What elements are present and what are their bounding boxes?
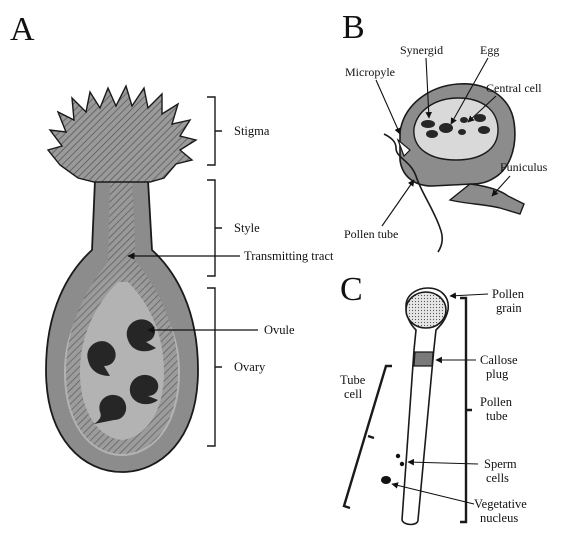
synergid-label: Synergid <box>400 43 443 57</box>
panel-c-letter: C <box>340 271 363 308</box>
sperm-cells-label-1: Sperm <box>484 457 517 471</box>
tube-cell-label-1: Tube <box>340 373 366 387</box>
pollen-tube-label-c-1: Pollen <box>480 395 513 409</box>
stigma <box>48 86 196 182</box>
funiculus-label: Funiculus <box>500 160 548 174</box>
pollen-grain <box>406 292 446 328</box>
synergid <box>426 130 438 138</box>
egg-label: Egg <box>480 43 499 57</box>
callose-plug-label-1: Callose <box>480 353 518 367</box>
funiculus <box>450 184 524 214</box>
central-cell-label: Central cell <box>486 81 542 95</box>
sperm-cell <box>400 462 404 466</box>
panel-b-letter: B <box>342 9 365 46</box>
pollen-tube-label-b: Pollen tube <box>344 227 398 241</box>
micropyle-label: Micropyle <box>345 65 395 79</box>
central-cell-nucleus <box>458 129 466 135</box>
antipodal-cell <box>478 126 490 134</box>
central-cell-nucleus <box>460 117 468 123</box>
micropyle-pointer <box>376 80 400 134</box>
synergid <box>421 120 435 128</box>
stigma-label: Stigma <box>234 124 270 138</box>
vegetative-nucleus-label-1: Vegetative <box>474 497 527 511</box>
ovary-bracket <box>207 288 222 446</box>
panel-c: C Tube cell Pollen tube Pollen grain Cal… <box>340 271 527 525</box>
callose-plug <box>414 352 433 366</box>
pollen-tube-pointer-b <box>382 180 414 226</box>
style-bracket <box>207 180 222 276</box>
callose-plug-label-2: plug <box>486 367 509 381</box>
pollen-grain-label-1: Pollen <box>492 287 525 301</box>
ovule-label: Ovule <box>264 323 295 337</box>
vegetative-nucleus-label-2: nucleus <box>480 511 518 525</box>
pollen-grain-label-2: grain <box>496 301 522 315</box>
pollen-tube-bracket <box>460 298 472 522</box>
transmitting-tract-label: Transmitting tract <box>244 249 334 263</box>
tube-cell-label-2: cell <box>344 387 363 401</box>
sperm-cells-label-2: cells <box>486 471 509 485</box>
stigma-bracket <box>207 97 222 165</box>
pollen-grain-pointer <box>450 294 488 296</box>
sperm-cell <box>396 454 400 458</box>
panel-b: B Synergid Egg Micropyle Central cell Fu… <box>342 9 548 252</box>
ovary-label: Ovary <box>234 360 266 374</box>
vegetative-nucleus <box>381 476 391 484</box>
panel-a: A Stigma Style Ovary Transmitting tract … <box>10 11 334 472</box>
style-label: Style <box>234 221 260 235</box>
egg-cell <box>439 123 453 133</box>
pollen-tube-label-c-2: tube <box>486 409 508 423</box>
panel-a-letter: A <box>10 11 35 48</box>
